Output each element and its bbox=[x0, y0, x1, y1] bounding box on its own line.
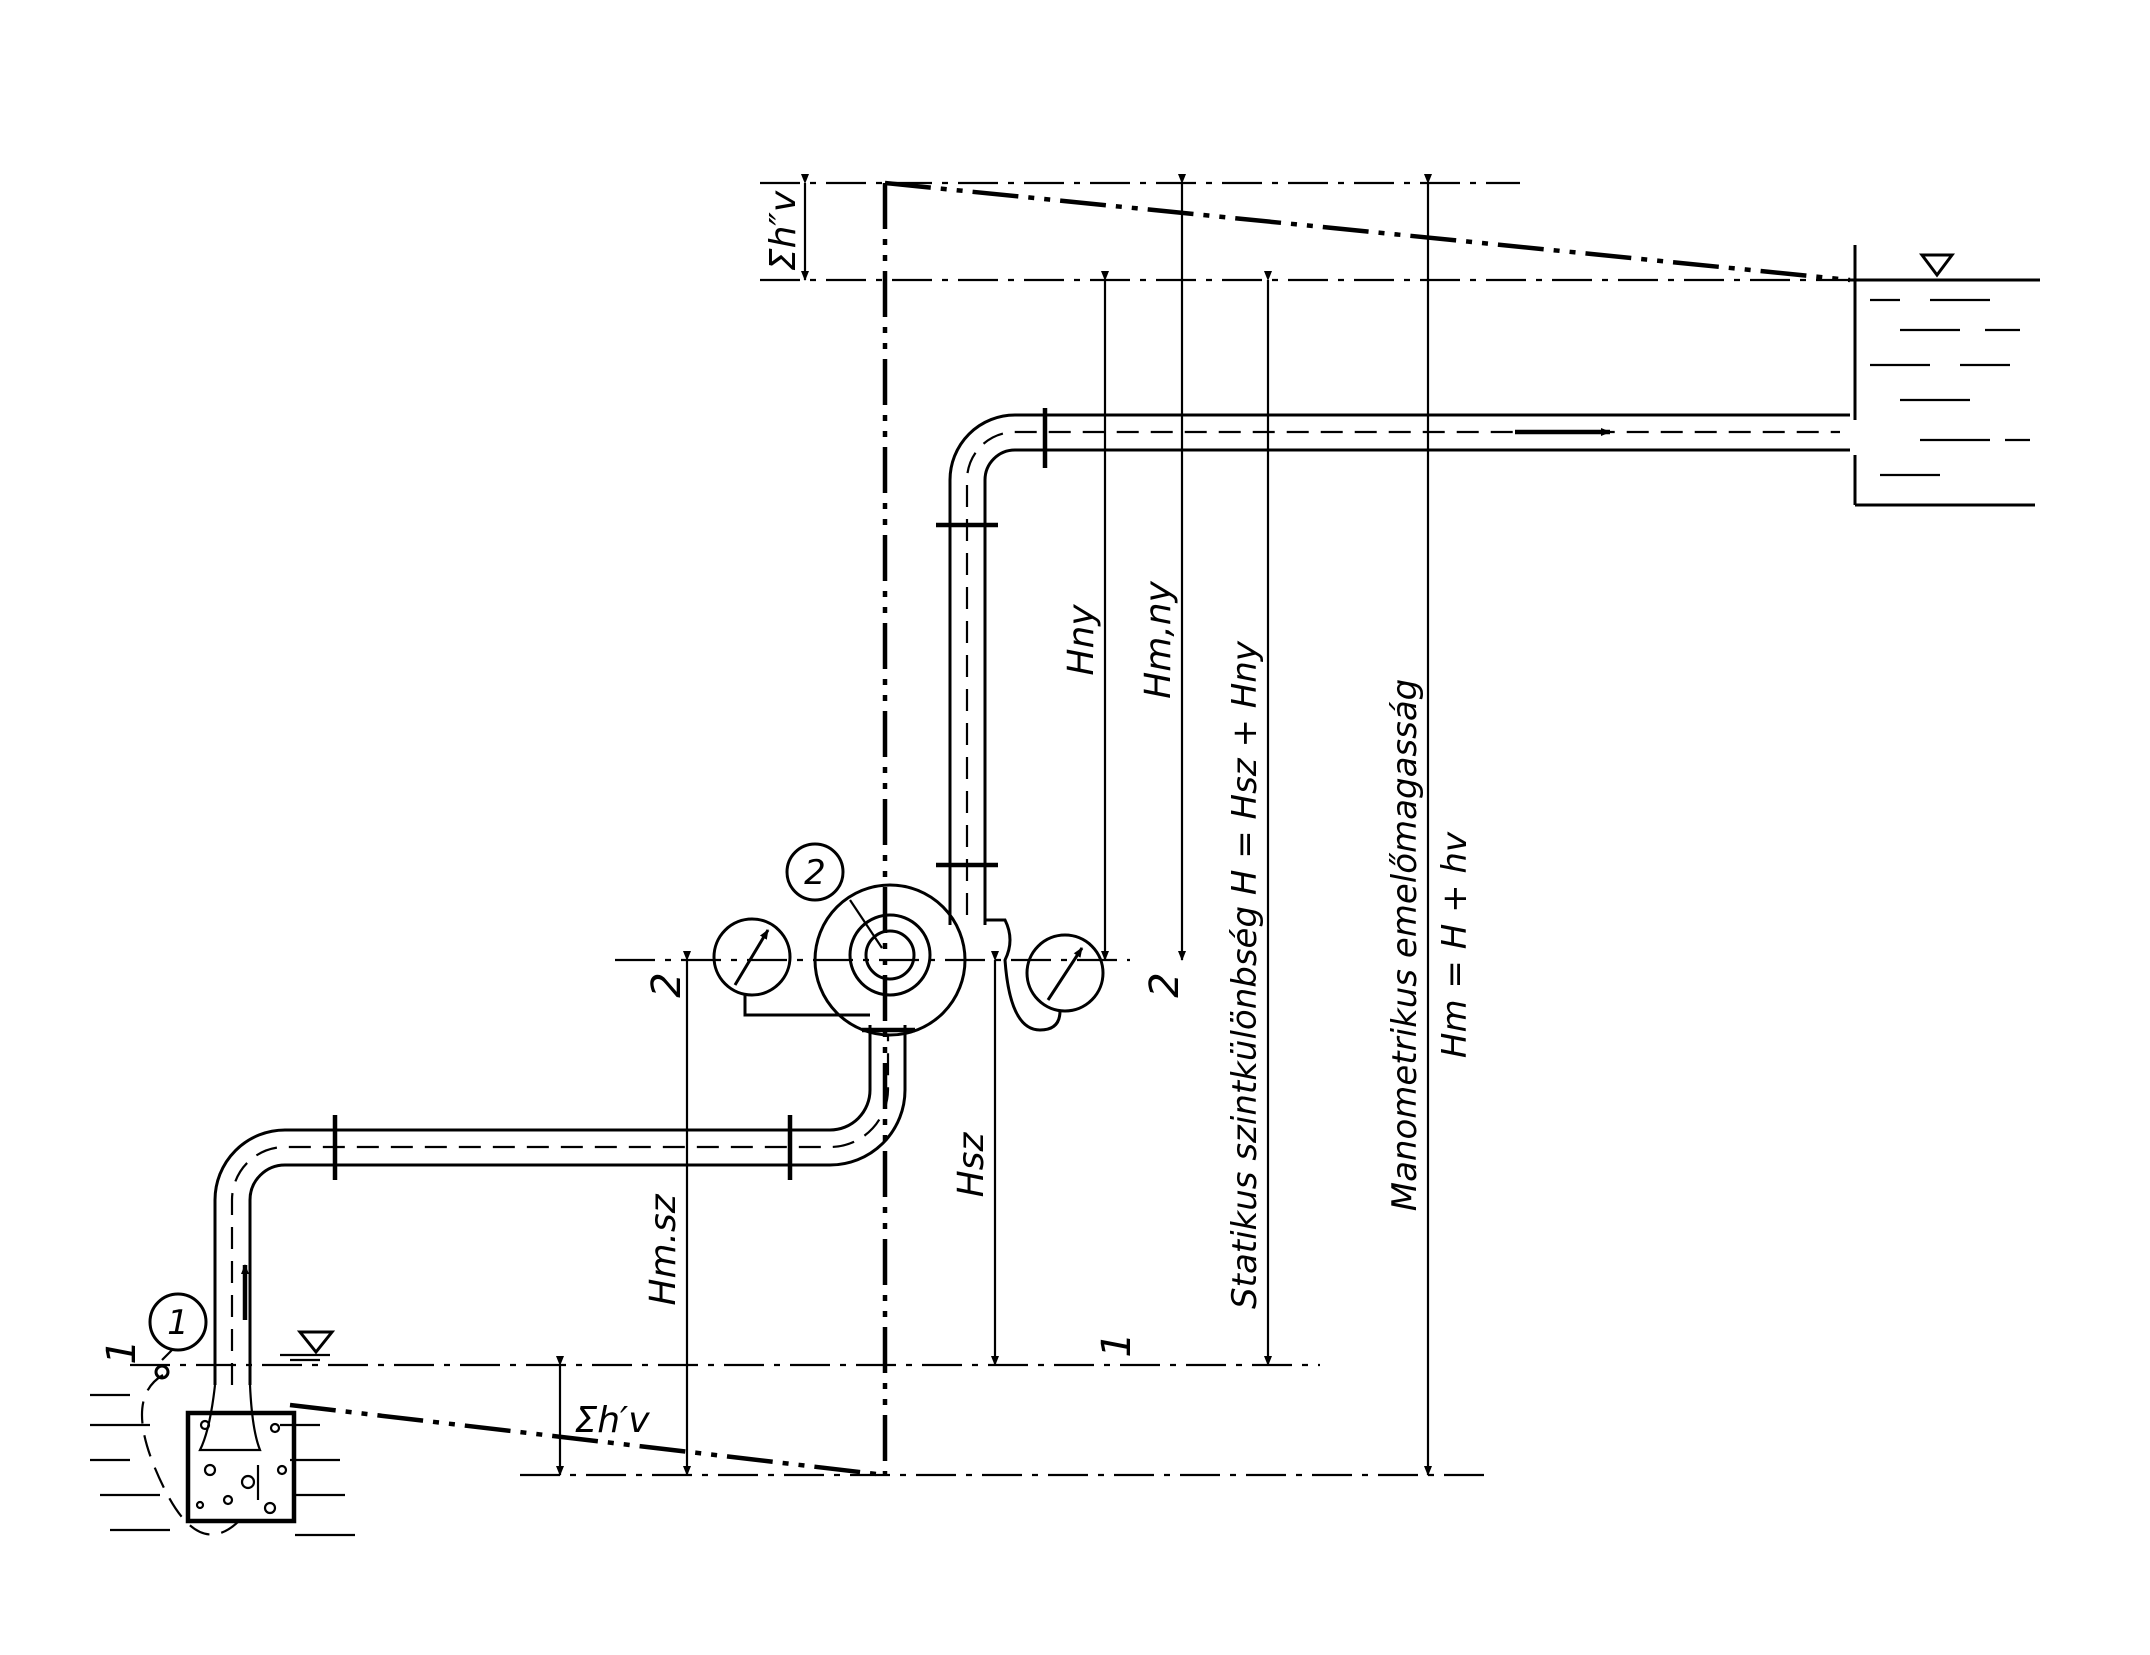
discharge-gauge bbox=[985, 918, 1105, 1032]
label-h-m-sz: Hm.sz bbox=[643, 1193, 684, 1305]
lower-water-hatching bbox=[90, 1393, 355, 1537]
label-discharge-loss: Σh″v bbox=[763, 190, 804, 271]
pump-casing bbox=[813, 883, 967, 1037]
upper-reservoir bbox=[1848, 245, 2040, 507]
suction-gauge-dial bbox=[712, 917, 792, 997]
label-section-2-left: 2 bbox=[644, 972, 690, 997]
discharge-pipe bbox=[936, 408, 1850, 925]
discharge-energy-line bbox=[884, 180, 1851, 283]
label-static-head: Statikus szintkülönbség H = Hsz + Hny bbox=[1225, 640, 1265, 1309]
upper-water-level-icon bbox=[1919, 253, 1955, 278]
suction-reference-curve bbox=[140, 1374, 241, 1536]
pump-impeller-hub bbox=[864, 929, 916, 981]
label-point-1: 1 bbox=[167, 1303, 189, 1343]
suction-bell-mouth bbox=[198, 1384, 262, 1452]
pump-callout-circle bbox=[785, 842, 845, 902]
suction-gauge-needle bbox=[733, 929, 770, 986]
discharge-pipe-inner-wall bbox=[983, 448, 1850, 925]
discharge-pipe-outer-wall bbox=[948, 413, 1850, 925]
point-1-callout-circle bbox=[148, 1292, 208, 1352]
label-manometric-title: Manometrikus emelőmagasság bbox=[1385, 679, 1425, 1212]
pump-callout-leader bbox=[849, 899, 883, 949]
dimension-labels: Σh″v Hny Hm,ny Statikus szintkülönbség H… bbox=[99, 190, 1475, 1441]
lower-water-level-icon bbox=[296, 1330, 336, 1355]
discharge-gauge-dial bbox=[1025, 933, 1105, 1013]
suction-gauge-tube bbox=[743, 995, 870, 1017]
suction-energy-line bbox=[289, 1402, 886, 1478]
suction-pipe-outer-wall bbox=[213, 1025, 872, 1385]
pump: 2 bbox=[785, 842, 967, 1037]
suction-pipe-centerline bbox=[230, 1035, 890, 1385]
discharge-gauge-tube bbox=[985, 918, 1062, 1032]
point-1-leader bbox=[161, 1349, 173, 1361]
point-1-marker bbox=[154, 1364, 170, 1380]
suction-pipe bbox=[213, 1025, 915, 1385]
suction-strainer-box bbox=[185, 1410, 297, 1524]
energy-lines bbox=[289, 180, 1851, 1478]
upper-water-hatching bbox=[1870, 298, 2030, 477]
lower-reservoir: 1 bbox=[90, 1292, 355, 1537]
strainer-holes bbox=[195, 1419, 288, 1515]
label-section-1-left: 1 bbox=[99, 1339, 145, 1364]
label-point-2: 2 bbox=[804, 853, 826, 893]
reference-lines bbox=[130, 181, 1850, 1477]
label-h-sz: Hsz bbox=[951, 1132, 992, 1198]
discharge-gauge-needle bbox=[1046, 947, 1084, 1001]
label-suction-loss: Σh′v bbox=[574, 1400, 650, 1441]
suction-pipe-inner-wall bbox=[248, 1025, 907, 1385]
label-h-m-ny: Hm,ny bbox=[1138, 580, 1179, 698]
pump-impeller-ring bbox=[848, 913, 932, 997]
dimension-lines bbox=[556, 174, 1432, 1476]
suction-gauge bbox=[712, 917, 870, 1017]
label-section-1-right: 1 bbox=[1094, 1332, 1140, 1357]
label-h-ny: Hny bbox=[1061, 604, 1102, 676]
label-manometric-formula: Hm = H + hv bbox=[1435, 831, 1475, 1058]
label-section-2-right: 2 bbox=[1142, 972, 1188, 997]
